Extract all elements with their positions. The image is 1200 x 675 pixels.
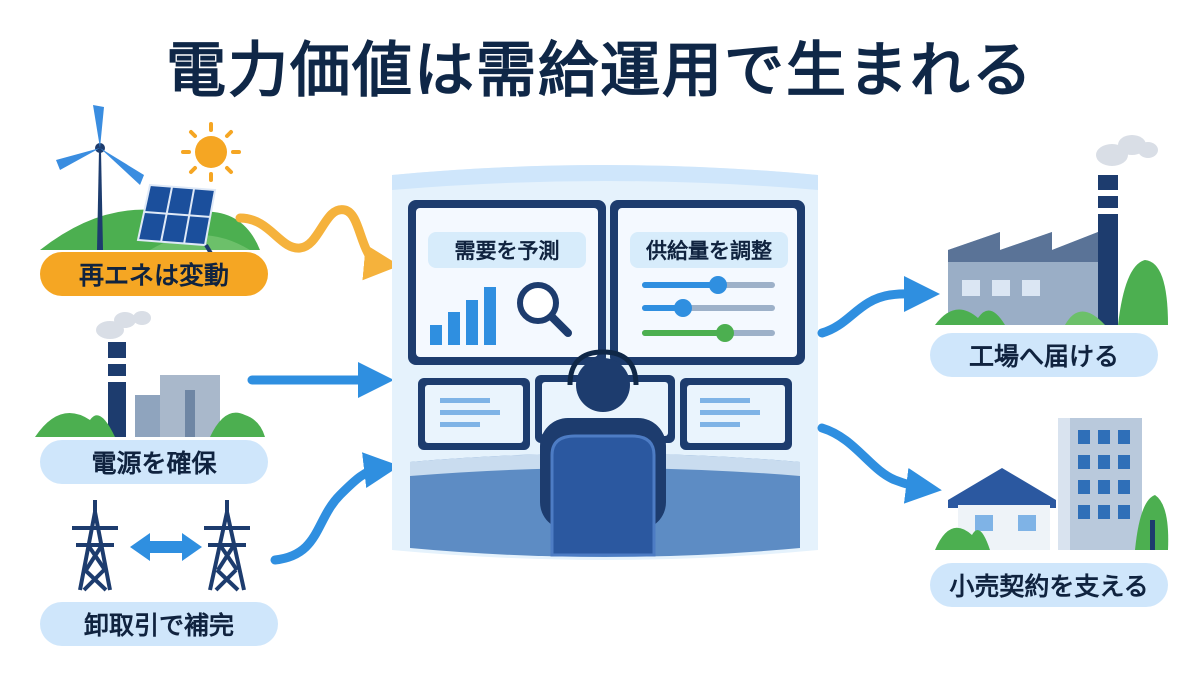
house-icon xyxy=(935,468,1169,550)
label-retail-contract: 小売契約を支える xyxy=(930,563,1168,607)
screen-label-adjust: 供給量を調整 xyxy=(630,232,788,268)
sun-icon xyxy=(181,122,241,182)
office-building-icon xyxy=(1058,418,1142,550)
page-title: 電力価値は需給運用で生まれる xyxy=(166,36,1034,106)
curved-arrow-trading xyxy=(270,452,400,565)
label-secure-supply: 電源を確保 xyxy=(40,440,268,484)
sliders-icon xyxy=(642,276,775,342)
solar-panel-icon xyxy=(136,183,217,257)
arrow-to-factory xyxy=(817,275,940,338)
control-room xyxy=(392,165,818,560)
operator-icon xyxy=(540,349,666,557)
label-deliver-factory: 工場へ届ける xyxy=(930,333,1158,377)
label-renewables: 再エネは変動 xyxy=(40,252,268,296)
label-wholesale-trading: 卸取引で補完 xyxy=(40,602,278,646)
wind-turbine-icon xyxy=(56,105,144,250)
bar-chart-magnifier-icon xyxy=(430,282,572,345)
renewables-illustration xyxy=(40,105,260,257)
transmission-tower-icon xyxy=(72,500,250,592)
wavy-arrow-renewables xyxy=(235,205,400,281)
arrow-to-retail xyxy=(817,423,942,504)
factory-icon xyxy=(935,135,1168,325)
screen-label-forecast: 需要を予測 xyxy=(428,232,586,268)
power-plant-icon xyxy=(35,311,265,437)
double-arrow-icon xyxy=(130,533,202,561)
